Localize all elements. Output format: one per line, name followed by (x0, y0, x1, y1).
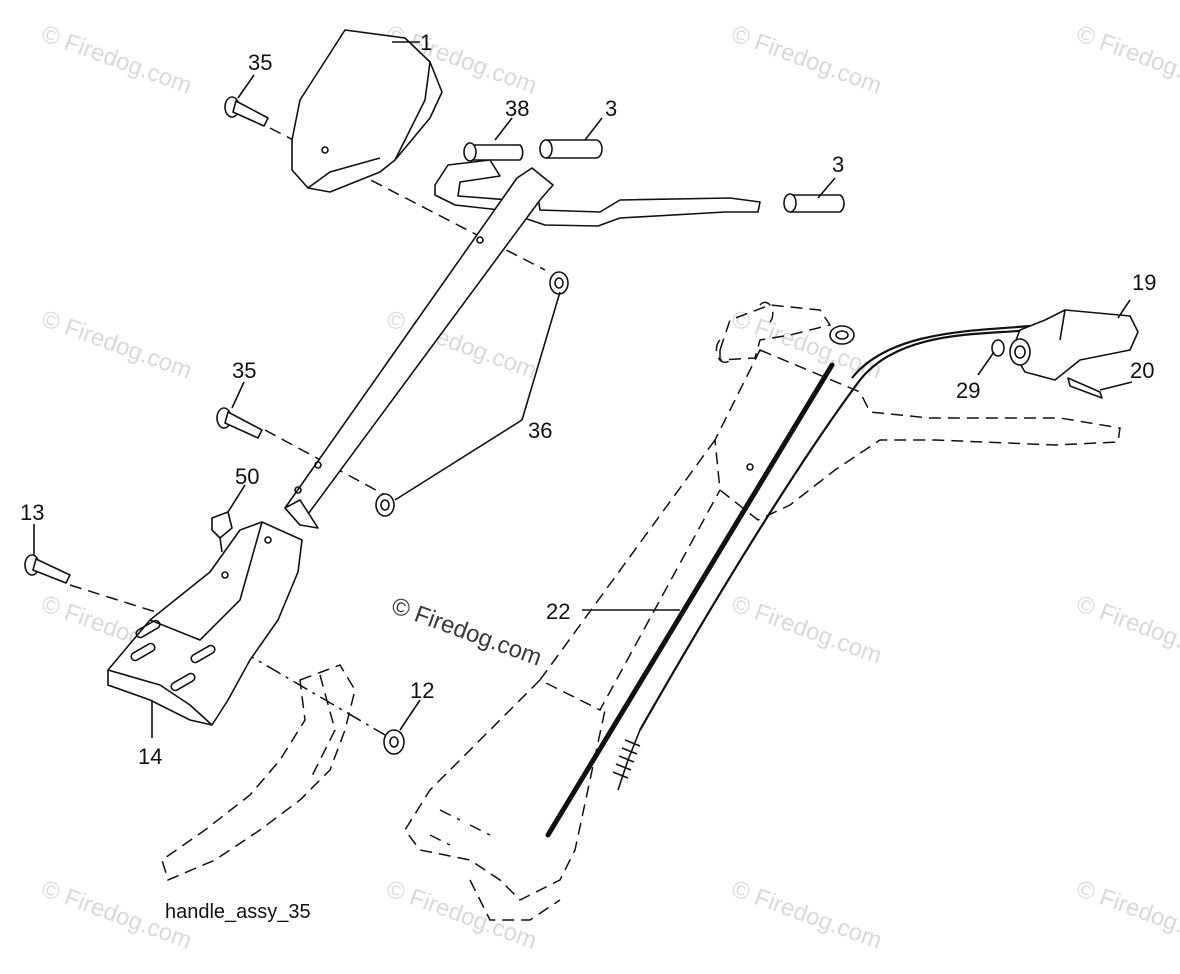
lower-handle-bracket (107, 521, 303, 726)
part-label-35: 35 (248, 50, 272, 75)
ghost-assembled-handle (404, 301, 1121, 921)
retaining-ring (991, 339, 1005, 357)
watermark: © Firedog.com (728, 875, 885, 954)
leader-lines (33, 41, 1133, 738)
throttle-control (1009, 309, 1139, 399)
carriage-bolt-13 (24, 554, 71, 584)
part-label-38: 38 (505, 96, 529, 121)
watermark: © Firedog.com (38, 305, 195, 384)
part-label-22: 22 (546, 599, 570, 624)
watermark: © Firedog.com (383, 875, 540, 954)
ghost-frame-left (161, 664, 356, 882)
carriage-bolt-middle (216, 407, 263, 439)
cable-clip (211, 511, 233, 553)
watermark-grid: © Firedog.com © Firedog.com © Firedog.co… (38, 20, 1180, 954)
part-label-3: 3 (605, 96, 617, 121)
cable-grommet (829, 325, 855, 345)
flange-nut-top (549, 271, 569, 295)
carriage-bolt-top (224, 96, 269, 127)
handle-cover (291, 29, 443, 193)
watermark: © Firedog.com (1073, 875, 1180, 954)
part-label-1: 1 (420, 30, 432, 55)
upper-handle (284, 159, 761, 529)
diagram-caption: handle_assy_35 (165, 901, 311, 923)
watermark: © Firedog.com (728, 305, 885, 384)
watermark: © Firedog.com (1073, 20, 1180, 99)
grip-3-right (783, 193, 845, 213)
part-label-13: 13 (20, 500, 44, 525)
part-label-50: 50 (235, 464, 259, 489)
watermark: © Firedog.com (1073, 590, 1180, 669)
grip-3-left (539, 139, 603, 159)
part-label-3: 3 (832, 152, 844, 177)
watermark: © Firedog.com (38, 20, 195, 99)
control-cable (545, 324, 1031, 838)
watermark: © Firedog.com (728, 20, 885, 99)
part-labels: 1 35 38 3 3 19 20 29 35 36 50 13 22 12 1… (20, 30, 1156, 769)
flange-nut-bottom (375, 493, 395, 517)
part-label-29: 29 (956, 378, 980, 403)
part-label-36: 36 (528, 418, 552, 443)
part-label-19: 19 (1132, 270, 1156, 295)
part-label-35: 35 (232, 358, 256, 383)
watermark: © Firedog.com (728, 590, 885, 669)
part-label-20: 20 (1130, 358, 1154, 383)
watermark-center: © Firedog.com (388, 592, 545, 671)
part-label-14: 14 (138, 744, 162, 769)
grip-38 (463, 142, 524, 162)
part-label-12: 12 (410, 678, 434, 703)
nut-12 (383, 729, 405, 755)
